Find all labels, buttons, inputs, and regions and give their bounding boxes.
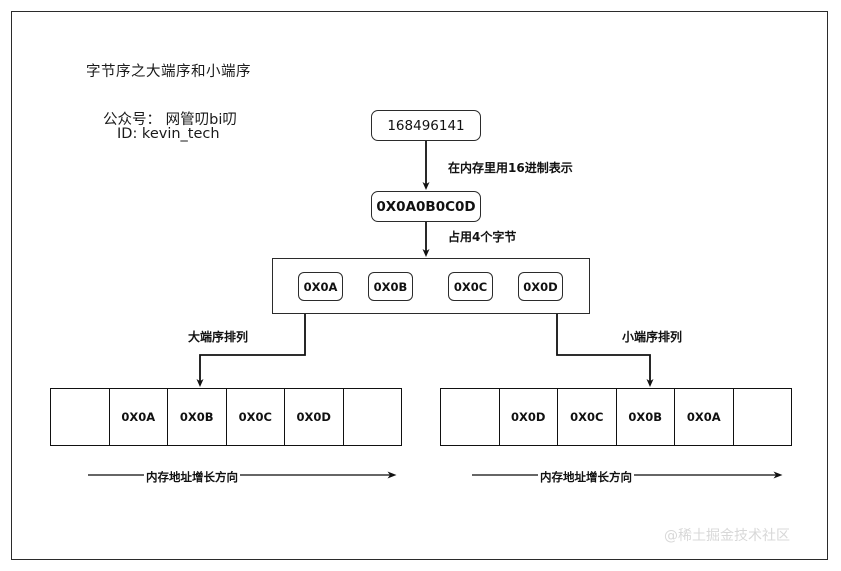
- memory-table-big-endian: 0X0A 0X0B 0X0C 0X0D: [50, 388, 402, 446]
- memory-cell: 0X0D: [285, 389, 344, 445]
- node-hex-value: 0X0A0B0C0D: [371, 191, 481, 222]
- axis-label-little-endian: 内存地址增长方向: [538, 469, 634, 485]
- byte-chip: 0X0A: [298, 272, 343, 301]
- edge-label-little-endian: 小端序排列: [622, 330, 683, 344]
- memory-cell: 0X0B: [168, 389, 227, 445]
- memory-cell: 0X0A: [110, 389, 168, 445]
- credit-account: 公众号： 网管叨bi叨: [103, 112, 237, 128]
- memory-cell: 0X0D: [500, 389, 558, 445]
- diagram-title: 字节序之大端序和小端序: [86, 64, 251, 80]
- memory-cell: 0X0C: [227, 389, 285, 445]
- edge-label-big-endian: 大端序排列: [188, 330, 249, 344]
- memory-table-little-endian: 0X0D 0X0C 0X0B 0X0A: [440, 388, 792, 446]
- axis-label-big-endian: 内存地址增长方向: [144, 469, 240, 485]
- edge-label-four-bytes: 占用4个字节: [448, 230, 517, 244]
- memory-cell: [51, 389, 110, 445]
- memory-cell: [734, 389, 792, 445]
- memory-cell: 0X0A: [675, 389, 734, 445]
- edge-label-hex-representation: 在内存里用16进制表示: [448, 161, 573, 175]
- memory-cell: [344, 389, 402, 445]
- byte-chip: 0X0B: [368, 272, 413, 301]
- watermark: @稀土掘金技术社区: [664, 528, 790, 544]
- byte-chip: 0X0D: [518, 272, 563, 301]
- credit-id: ID: kevin_tech: [117, 126, 220, 142]
- byte-chip: 0X0C: [448, 272, 493, 301]
- memory-cell: 0X0C: [558, 389, 617, 445]
- memory-cell: [441, 389, 500, 445]
- node-decimal-value: 168496141: [371, 110, 481, 141]
- memory-cell: 0X0B: [617, 389, 675, 445]
